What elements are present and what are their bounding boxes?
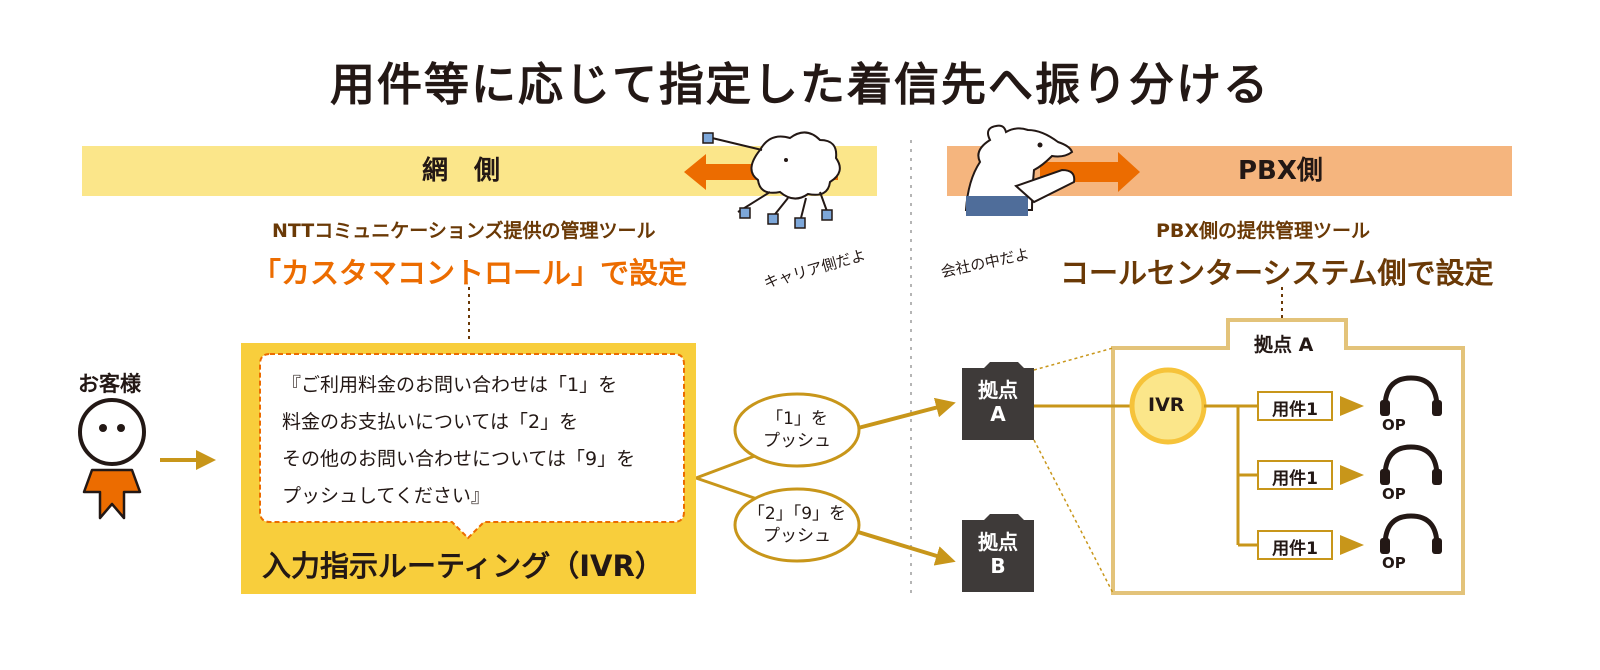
op-label: OP — [1382, 416, 1406, 434]
ivr-message-line: プッシュしてください』 — [282, 485, 490, 507]
ivr-message-line: 料金のお支払いについては「2」を — [282, 411, 579, 433]
route-box-label: 用件1 — [1272, 469, 1318, 489]
ivr-circle-label: IVR — [1148, 394, 1185, 416]
base-letter: A — [990, 402, 1006, 426]
base-label: 拠点 — [978, 530, 1018, 554]
headset-icon — [1380, 375, 1442, 416]
headset-icon — [1380, 444, 1442, 485]
cloud-character-icon — [684, 131, 841, 229]
customer-icon — [78, 398, 146, 520]
page-title: 用件等に応じて指定した着信先へ振り分ける — [329, 58, 1270, 111]
ivr-message-line: 『ご利用料金のお問い合わせは「1」を — [282, 374, 618, 396]
base-label: 拠点 — [978, 378, 1018, 402]
push-option-line: プッシュ — [763, 431, 831, 451]
pbx-side-label: PBX側 — [1238, 156, 1323, 186]
ivr-label: 入力指示ルーティング（IVR） — [262, 549, 664, 583]
route-box-label: 用件1 — [1272, 539, 1318, 559]
ivr-message: 『ご利用料金のお問い合わせは「1」を 料金のお支払いについては「2」を その他の… — [282, 367, 635, 515]
base-detail-title: 拠点 A — [1254, 334, 1314, 356]
push-option-line: プッシュ — [763, 526, 831, 546]
pbx-tool-sub: PBX側の提供管理ツール — [1156, 220, 1371, 242]
push-option-line: 「1」を — [766, 409, 828, 429]
network-tool-setting: 「カスタマコントロール」で設定 — [252, 256, 688, 290]
network-side-label: 網 側 — [422, 156, 501, 186]
headset-icon — [1380, 513, 1442, 554]
push-option-2: 「2」「9」を プッシュ — [735, 503, 859, 547]
route-box-label: 用件1 — [1272, 400, 1318, 420]
base-letter: B — [990, 554, 1006, 578]
customer-label: お客様 — [78, 372, 141, 396]
op-label: OP — [1382, 554, 1406, 572]
network-tool-sub: NTTコミュニケーションズ提供の管理ツール — [272, 220, 656, 242]
push-option-line: 「2」「9」を — [747, 504, 847, 524]
base-a: 拠点 A — [962, 378, 1034, 426]
op-label: OP — [1382, 485, 1406, 503]
bear-character-icon — [964, 124, 1140, 216]
push-option-1: 「1」を プッシュ — [735, 408, 859, 452]
ivr-message-line: その他のお問い合わせについては「9」を — [282, 448, 636, 470]
pbx-tool-setting: コールセンターシステム側で設定 — [1060, 256, 1494, 290]
base-b: 拠点 B — [962, 530, 1034, 578]
